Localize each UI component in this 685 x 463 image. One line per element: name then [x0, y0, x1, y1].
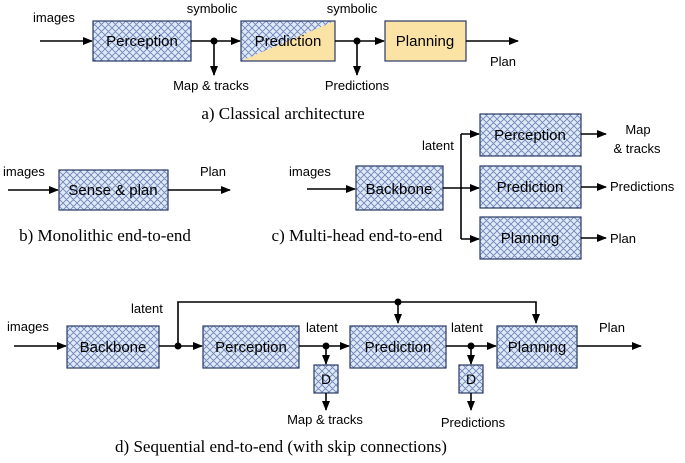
sequential-decoder-1-label: D — [321, 371, 331, 387]
multihead-latent-label: latent — [422, 138, 454, 153]
classical-symbolic-label-1: symbolic — [187, 1, 238, 16]
sequential-caption: d) Sequential end-to-end (with skip conn… — [115, 437, 447, 456]
classical-map-tracks-label: Map & tracks — [173, 78, 249, 93]
sequential-images-label: images — [7, 319, 49, 334]
classical-images-label: images — [33, 10, 75, 25]
classical-prediction-solid — [241, 21, 335, 61]
multihead-backbone-box — [355, 165, 444, 211]
classical-planning-label: Planning — [396, 33, 454, 50]
panel-multihead: images Backbone latent Perception Predic… — [272, 113, 675, 260]
sequential-decoder-1-box — [313, 364, 339, 394]
multihead-tracks-label: & tracks — [614, 141, 661, 156]
sequential-prediction-box — [349, 325, 447, 369]
multihead-perception-box — [479, 113, 582, 157]
multihead-map-label: Map — [625, 122, 650, 137]
classical-prediction-label: Prediction — [255, 33, 322, 50]
sequential-planning-label: Planning — [508, 339, 566, 356]
multihead-prediction-label: Prediction — [497, 179, 564, 196]
sequential-planning-box — [496, 325, 578, 369]
panel-monolithic: images Sense & plan Plan b) Monolithic e… — [3, 164, 231, 245]
classical-predictions-label: Predictions — [325, 78, 390, 93]
multihead-caption: c) Multi-head end-to-end — [272, 226, 443, 245]
sequential-backbone-label: Backbone — [80, 339, 147, 356]
monolithic-images-label: images — [3, 164, 45, 179]
sequential-backbone-box — [66, 325, 160, 369]
monolithic-plan-label: Plan — [200, 164, 226, 179]
monolithic-caption: b) Monolithic end-to-end — [19, 226, 191, 245]
sequential-map-tracks-label: Map & tracks — [287, 412, 363, 427]
multihead-backbone-label: Backbone — [366, 181, 433, 198]
classical-caption: a) Classical architecture — [201, 104, 364, 123]
panel-classical: images Perception symbolic Map & tracks … — [33, 1, 519, 123]
sequential-decoder-2-label: D — [466, 371, 476, 387]
sequential-skip-to-planning — [177, 301, 540, 346]
sequential-latent-label-3: latent — [451, 320, 483, 335]
multihead-plan-label: Plan — [610, 231, 636, 246]
sequential-perception-box — [202, 325, 300, 369]
multihead-predictions-label: Predictions — [610, 179, 675, 194]
multihead-perception-label: Perception — [494, 127, 566, 144]
classical-plan-label: Plan — [490, 54, 516, 69]
multihead-planning-label: Planning — [501, 230, 559, 247]
sequential-latent-label-2: latent — [306, 320, 338, 335]
classical-perception-label: Perception — [106, 33, 178, 50]
sequential-plan-label: Plan — [599, 320, 625, 335]
multihead-images-label: images — [289, 164, 331, 179]
monolithic-sense-plan-label: Sense & plan — [68, 182, 157, 199]
monolithic-sense-plan-box — [58, 169, 169, 211]
classical-symbolic-label-2: symbolic — [327, 1, 378, 16]
sequential-prediction-label: Prediction — [365, 339, 432, 356]
panel-sequential: images Backbone latent Perception latent… — [7, 298, 642, 456]
sequential-predictions-label: Predictions — [441, 415, 506, 430]
sequential-perception-label: Perception — [215, 339, 287, 356]
multihead-prediction-box — [479, 165, 582, 209]
sequential-latent-label-1: latent — [131, 301, 163, 316]
multihead-planning-box — [479, 216, 582, 260]
